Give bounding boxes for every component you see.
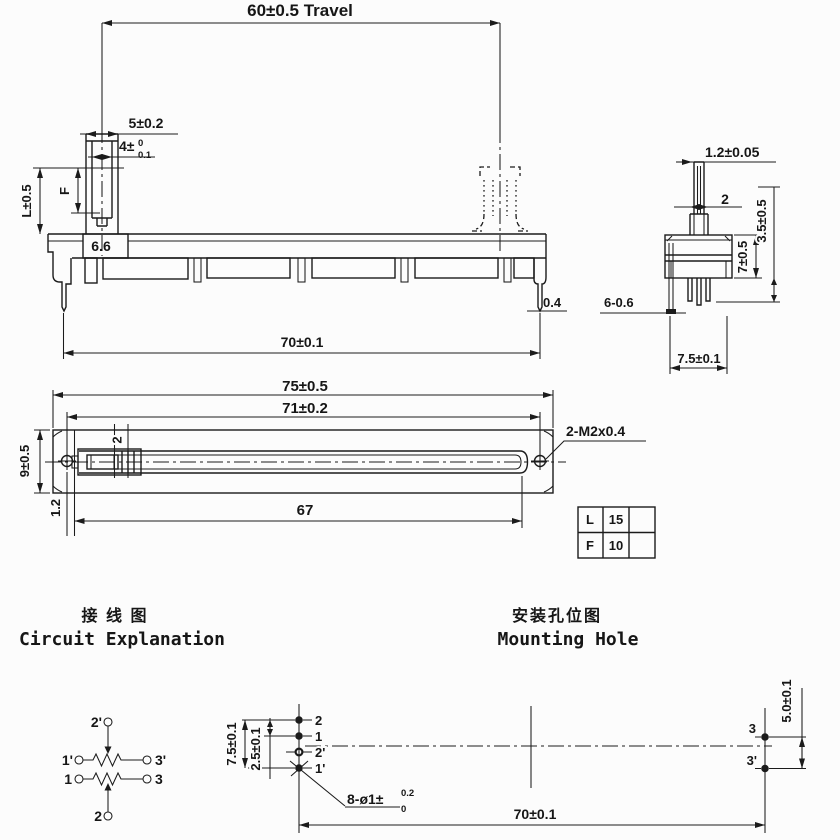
dim-slot-width-label: 2 (110, 436, 125, 443)
end-view-linework (600, 159, 780, 374)
dim-lever-inner-label: 4± (119, 138, 135, 154)
mounting-diagram: 安装孔位图 Mounting Hole (222, 606, 806, 833)
circuit-title-cn: 接 线 图 (82, 606, 149, 625)
hole-label-1-prime: 1' (315, 761, 325, 776)
terminal-label-1-top: 1' (62, 752, 73, 768)
spec-table: L 15 F 10 (577, 506, 656, 559)
dim-top-width-label: 9±0.5 (17, 445, 32, 477)
hole-label-2-prime: 2' (315, 745, 325, 760)
dim-slot-length-label: 67 (297, 502, 314, 519)
mounting-title-cn: 安装孔位图 (512, 606, 602, 625)
dim-f-label: F (57, 187, 72, 195)
hole-label-3: 3 (749, 721, 756, 736)
dim-lever-inner-tol-upper: 0 (138, 138, 143, 149)
terminal-label-2-top: 2' (91, 714, 102, 730)
dim-lever-width-label: 2 (721, 191, 729, 207)
dim-right-pin-span-label: 5.0±0.1 (779, 679, 794, 722)
top-view: 75±0.5 71±0.2 9±0.5 2 1.2 67 2-M2x0.4 (15, 378, 646, 536)
end-view: 1.2±0.05 2 6-0.6 7±0.5 3.5±0.5 7.5±0.1 (600, 144, 780, 374)
dim-side-pitch-label: 70±0.1 (281, 334, 324, 350)
dim-lever-thickness-label: 1.2±0.05 (705, 144, 760, 160)
dim-travel-label: 60±0.5 Travel (247, 1, 353, 20)
terminal-label-1: 1 (64, 771, 72, 787)
table-cell-value-f: 10 (609, 538, 623, 553)
terminal-label-3: 3 (155, 771, 163, 787)
hole-label-2: 2 (315, 713, 322, 728)
dim-screw-pitch-label: 71±0.2 (282, 400, 328, 417)
dim-terminals-label: 6-0.6 (604, 295, 634, 310)
dim-hole-offset-label: 1.2 (48, 499, 63, 517)
table-cell-value-l: 15 (609, 512, 623, 527)
terminal-label-3-top: 3' (155, 752, 166, 768)
circuit-linework (74, 717, 152, 821)
circuit-title-en: Circuit Explanation (19, 629, 225, 650)
spec-table-linework (577, 506, 656, 559)
terminal-label-2: 2 (94, 808, 102, 824)
hole-label-1: 1 (315, 729, 322, 744)
hole-label-3-prime: 3' (747, 753, 757, 768)
hole-note-tol-lower: 0 (401, 804, 406, 815)
dim-pin-pitch-label: 2.5±0.1 (248, 727, 263, 770)
mounting-title-en: Mounting Hole (498, 629, 639, 650)
circuit-diagram: 接 线 图 Circuit Explanation 2' 1' 3' 1 3 2 (19, 606, 225, 824)
screw-note-label: 2-M2x0.4 (566, 423, 625, 439)
side-view: 60±0.5 Travel 5±0.2 4± 0 0.1 L±0.5 F 6.6… (17, 1, 567, 359)
top-view-linework (34, 390, 646, 536)
dim-lever-height-label: L±0.5 (19, 184, 34, 217)
dim-pin-length-label: 3.5±0.5 (754, 199, 769, 242)
dim-tab-thickness-label: 0.4 (543, 295, 562, 310)
dim-base-width-label: 6.6 (91, 238, 111, 254)
side-view-linework (33, 20, 567, 359)
dim-overall-length-label: 75±0.5 (282, 378, 328, 395)
dim-lever-inner-tol-lower: 0.1 (138, 150, 152, 161)
dim-lever-outer-label: 5±0.2 (129, 115, 164, 131)
hole-note-tol-upper: 0.2 (401, 788, 414, 799)
table-cell-param-l: L (586, 512, 594, 527)
dim-pin-group-span-label: 7.5±0.1 (224, 722, 239, 765)
dim-body-width-label: 7.5±0.1 (677, 351, 720, 366)
mounting-linework (242, 688, 806, 833)
table-cell-param-f: F (586, 538, 594, 553)
dim-hole-pitch-label: 70±0.1 (514, 806, 557, 822)
hole-note-label: 8-ø1± (347, 791, 384, 807)
dim-body-height-label: 7±0.5 (735, 241, 750, 273)
